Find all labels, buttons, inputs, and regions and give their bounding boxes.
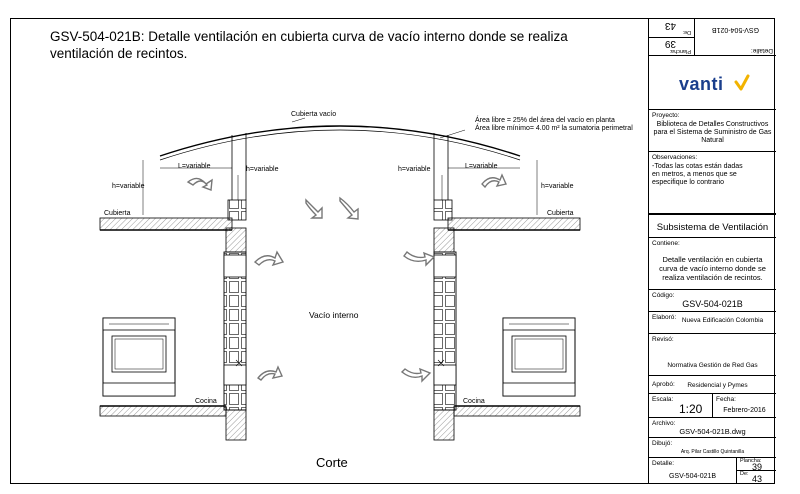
aprobo-caption: Aprobó: [652, 381, 675, 388]
reviso-value: Normativa Gestión de Red Gas [667, 362, 758, 369]
escala-caption: Escala: [652, 396, 674, 403]
label-corte: Corte [316, 455, 348, 470]
label-h-variable-3: h=variable [112, 183, 145, 190]
archivo-caption: Archivo: [652, 420, 676, 427]
rotated-header: Detalle: GSV-504-021B Plancha: 39 De: 43 [649, 18, 776, 56]
drawing-sheet [10, 18, 775, 484]
label-area-libre-2: Área libre mínimo= 4.00 m² la sumatoria … [475, 125, 633, 132]
archivo-cell: Archivo: GSV-504-021B.dwg [649, 418, 776, 438]
stove-left [102, 317, 176, 397]
logo-cell: vanti [649, 56, 776, 110]
wall-right-top-beam [433, 227, 455, 253]
de-value: 43 [752, 474, 763, 484]
label-vacio-interno: Vacío interno [309, 310, 359, 320]
codigo-cell: Código: GSV-504-021B [649, 290, 776, 312]
elaboro-value: Nueva Edificación Colombia [681, 317, 764, 324]
rotated-code: GSV-504-021B [711, 26, 760, 33]
label-h-variable-4: h=variable [541, 183, 574, 190]
airflow-arrows [186, 173, 507, 383]
observaciones-cell: Observaciones: -Todas las cotas están da… [649, 152, 776, 214]
de-caption: De: [740, 471, 749, 477]
codigo-caption: Código: [652, 292, 675, 299]
subsistema-cell: Subsistema de Ventilación [649, 214, 776, 238]
escala-value: 1:20 [679, 402, 703, 416]
observaciones-value: -Todas las cotas están dadas en metros, … [652, 163, 743, 186]
label-h-variable-2: h=variable [398, 166, 431, 173]
label-h-variable-1: h=variable [246, 166, 279, 173]
checkmark-icon [734, 74, 750, 91]
observaciones-caption: Observaciones: [652, 154, 698, 161]
wall-left-top-beam [225, 227, 247, 253]
label-cubierta-vacio: Cubierta vacío [291, 111, 337, 118]
floor-slab-left [99, 405, 227, 417]
plancha-value: 39 [752, 462, 763, 472]
rotated-de: 43 [664, 20, 676, 31]
fecha-value: Febrero-2016 [723, 407, 766, 414]
label-cubierta-right: Cubierta [547, 210, 574, 217]
proyecto-value: Biblioteca de Detalles Constructivos par… [653, 121, 772, 144]
label-cocina-left: Cocina [195, 398, 217, 405]
escala-fecha-cell: Escala: 1:20 Fecha: Febrero-2016 [649, 394, 776, 418]
wall-right-bottom-beam [433, 409, 455, 441]
codigo-value: GSV-504-021B [682, 299, 743, 309]
stove-right [502, 317, 576, 397]
contiene-caption: Contiene: [652, 240, 680, 247]
aprobo-cell: Aprobó: Residencial y Pymes [649, 376, 776, 394]
section-drawing [99, 117, 581, 441]
curved-roof [159, 125, 521, 157]
elaboro-cell: Elaboró: Nueva Edificación Colombia [649, 312, 776, 334]
rotated-detalle-caption: Detalle: [750, 47, 773, 54]
contiene-cell: Contiene: Detalle ventilación en cubiert… [649, 238, 776, 290]
reviso-cell: Revisó: Normativa Gestión de Red Gas [649, 334, 776, 376]
dibujo-caption: Dibujó: [652, 440, 673, 447]
dibujo-value: Arq. Pilar Castillo Quintanilla [680, 449, 745, 455]
rotated-plancha: 39 [664, 38, 676, 49]
plancha-caption: Plancha: [740, 458, 762, 464]
label-l-variable-left: L=variable [178, 163, 211, 170]
aprobo-value: Residencial y Pymes [687, 382, 748, 389]
roof-slab-left [99, 217, 233, 231]
detalle-cell: Detalle: GSV-504-021B Plancha: 39 De: 43 [649, 458, 776, 484]
dibujo-cell: Dibujó: Arq. Pilar Castillo Quintanilla [649, 438, 776, 458]
vanti-logo: vanti [679, 74, 724, 94]
rotated-de-caption: De: [682, 29, 691, 35]
label-cubierta-left: Cubierta [104, 210, 131, 217]
label-l-variable-right: L=variable [465, 163, 498, 170]
fecha-caption: Fecha: [716, 396, 736, 403]
detalle-value: GSV-504-021B [668, 473, 717, 480]
wall-left-bottom-beam [225, 409, 247, 441]
roof-slab-right [447, 217, 581, 231]
title-block: Detalle: GSV-504-021B Plancha: 39 De: 43… [648, 18, 776, 484]
subsistema-value: Subsistema de Ventilación [656, 222, 769, 233]
label-area-libre-1: Área libre = 25% del área del vacío en p… [475, 117, 615, 124]
contiene-value: Detalle ventilación en cubierta curva de… [659, 255, 766, 282]
drawing-title: GSV-504-021B: Detalle ventilación en cub… [50, 29, 568, 61]
reviso-caption: Revisó: [652, 336, 674, 343]
proyecto-cell: Proyecto: Biblioteca de Detalles Constru… [649, 110, 776, 152]
proyecto-caption: Proyecto: [652, 112, 680, 119]
floor-slab-right [453, 405, 581, 417]
archivo-value: GSV-504-021B.dwg [679, 427, 746, 436]
detalle-caption: Detalle: [652, 460, 675, 467]
label-cocina-right: Cocina [463, 398, 485, 405]
elaboro-caption: Elaboró: [652, 314, 677, 321]
